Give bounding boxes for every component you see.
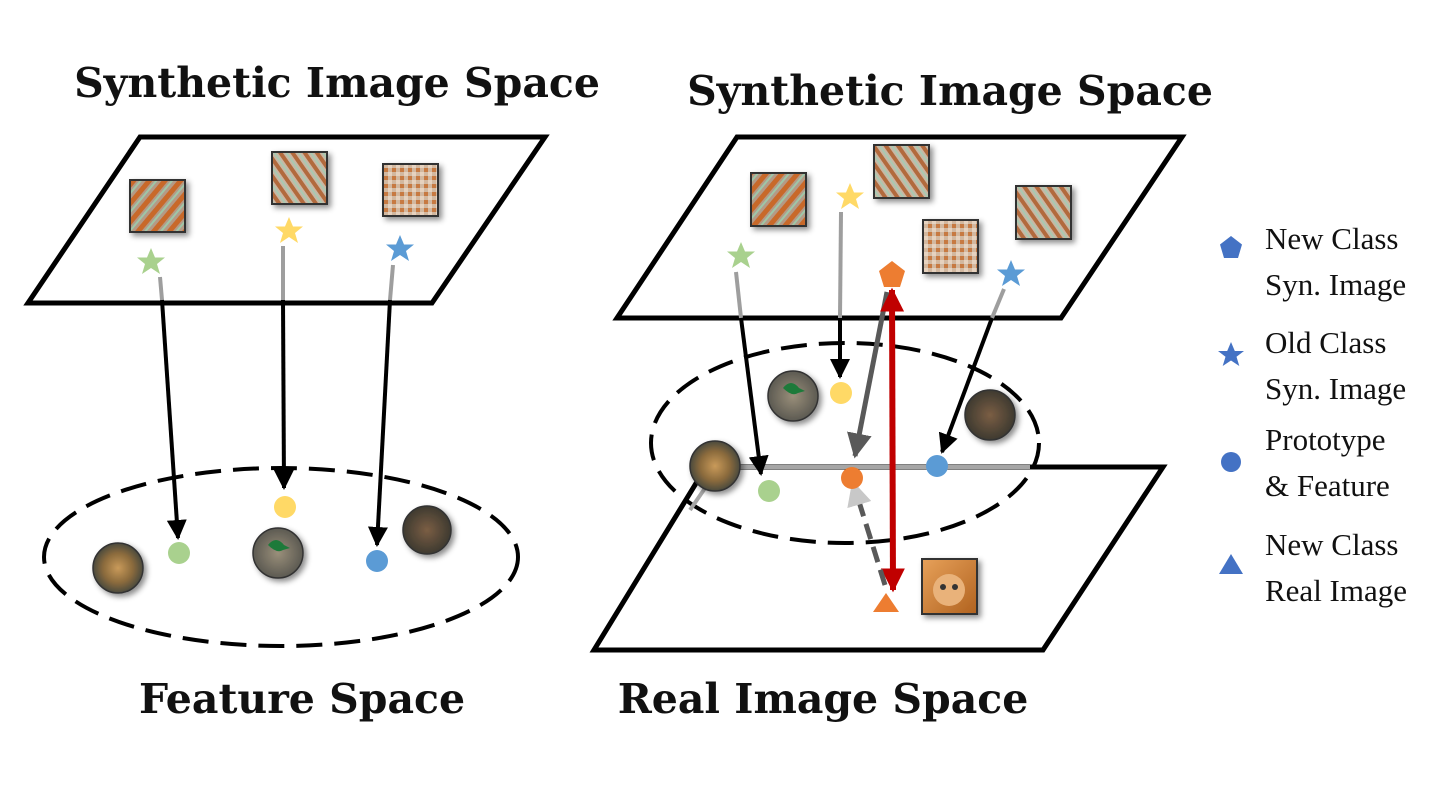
arrow-gray-blue-right-a	[990, 288, 1006, 319]
prototype-blue-left	[366, 550, 388, 572]
left-feature-ellipse	[42, 466, 520, 648]
duck-head-right	[783, 383, 805, 395]
new-class-triangle	[873, 593, 899, 612]
legend-item-4-line2: Real Image	[1265, 573, 1407, 608]
synthetic-image-right-4	[1015, 185, 1072, 240]
legend-item-3-line1: Prototype	[1265, 422, 1386, 457]
leopard-photo-left	[92, 542, 144, 594]
synthetic-image-right-3	[922, 219, 979, 274]
cat-eye-right	[952, 584, 958, 590]
legend-item-1-line2: Syn. Image	[1265, 267, 1406, 302]
prototype-yellow-right	[830, 382, 852, 404]
old-class-star-yellow-right	[836, 183, 864, 209]
old-class-star-blue-left	[386, 235, 414, 261]
arrow-red-bidirectional	[880, 287, 905, 593]
legend-pentagon-icon	[1220, 236, 1242, 258]
legend-item-2-line1: Old Class	[1265, 325, 1386, 360]
legend-star-icon	[1218, 342, 1244, 366]
left-top-title: Synthetic Image Space	[74, 59, 600, 107]
old-class-star-yellow-left	[275, 217, 303, 243]
arrow-black-green	[160, 299, 187, 540]
old-class-star-green-left	[137, 248, 165, 274]
prototype-blue-right	[926, 455, 948, 477]
prototype-yellow-left	[274, 496, 296, 518]
legend-item-1-line1: New Class	[1265, 221, 1398, 256]
leopard-photo-right	[689, 440, 741, 492]
synthetic-image-right-2	[873, 144, 930, 199]
arrow-gray-yellow-right-a	[838, 211, 843, 319]
duck-photo-right	[767, 370, 819, 422]
legend-circle-icon	[1221, 452, 1241, 472]
arrow-gray-segment-1	[158, 276, 164, 301]
prototype-green-left	[168, 542, 190, 564]
legend-item-3-line2: & Feature	[1265, 468, 1390, 503]
synthetic-image-left-3	[382, 163, 439, 217]
prototype-orange-right	[841, 467, 863, 489]
old-class-star-blue-right	[997, 260, 1025, 286]
right-top-title: Synthetic Image Space	[687, 67, 1213, 115]
synthetic-image-left-1	[129, 179, 186, 233]
old-class-star-green-right	[727, 242, 755, 268]
legend-item-2-line2: Syn. Image	[1265, 371, 1406, 406]
arrow-black-blue	[367, 299, 392, 547]
arrow-gray-green-right-a	[734, 271, 743, 319]
synthetic-image-right-1	[750, 172, 807, 227]
arrow-gray-segment-3	[388, 264, 395, 301]
cat-face	[933, 574, 965, 606]
arrow-black-blue-right	[938, 317, 994, 454]
bear-photo-right	[964, 389, 1016, 441]
synthetic-image-left-2	[271, 151, 328, 205]
legend-item-4-line1: New Class	[1265, 527, 1398, 562]
new-class-pentagon	[879, 261, 905, 287]
legend: New Class Syn. Image Old Class Syn. Imag…	[1218, 221, 1407, 608]
right-feature-ellipse	[649, 341, 1041, 545]
right-bottom-title: Real Image Space	[618, 675, 1029, 723]
left-bottom-title: Feature Space	[139, 675, 465, 723]
duck-photo-left	[252, 527, 304, 579]
arrow-black-yellow	[273, 299, 294, 490]
duck-head-left	[268, 540, 290, 552]
prototype-green-right	[758, 480, 780, 502]
arrow-black-green-right	[739, 317, 769, 476]
legend-triangle-icon	[1219, 554, 1243, 574]
bear-photo-left	[402, 505, 452, 555]
cat-eye-left	[940, 584, 946, 590]
